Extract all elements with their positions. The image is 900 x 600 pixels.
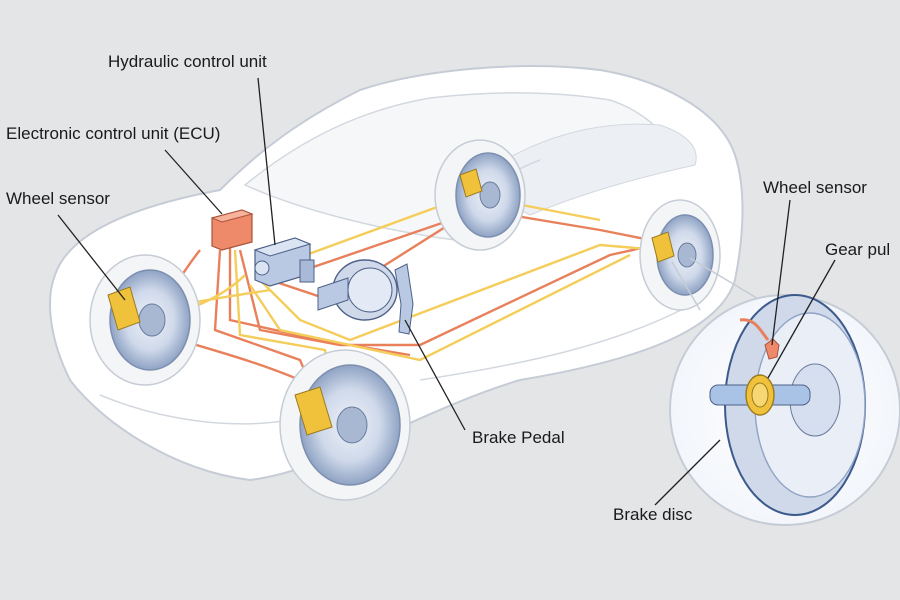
wheel-front-left: [89, 254, 201, 386]
wheel-rear-right: [639, 199, 721, 311]
label-brake-disc: Brake disc: [613, 505, 693, 524]
label-wheel-sensor-right: Wheel sensor: [763, 178, 867, 197]
label-wheel-sensor-left: Wheel sensor: [6, 189, 110, 208]
brake-booster: [317, 259, 414, 335]
hydraulic-unit: [253, 237, 315, 287]
leader-lines: [57, 77, 836, 506]
label-ecu: Electronic control unit (ECU): [6, 124, 221, 143]
zoom-detail: [669, 294, 900, 526]
ecu-box: [210, 209, 254, 251]
wheel-front-right: [279, 349, 411, 501]
zoom-connector: [671, 257, 761, 311]
label-gear-pulse: Gear pul: [825, 240, 891, 259]
label-hydraulic-control-unit: Hydraulic control unit: [108, 52, 267, 71]
label-brake-pedal: Brake Pedal: [472, 428, 565, 447]
wheel-rear-far: [434, 139, 526, 251]
